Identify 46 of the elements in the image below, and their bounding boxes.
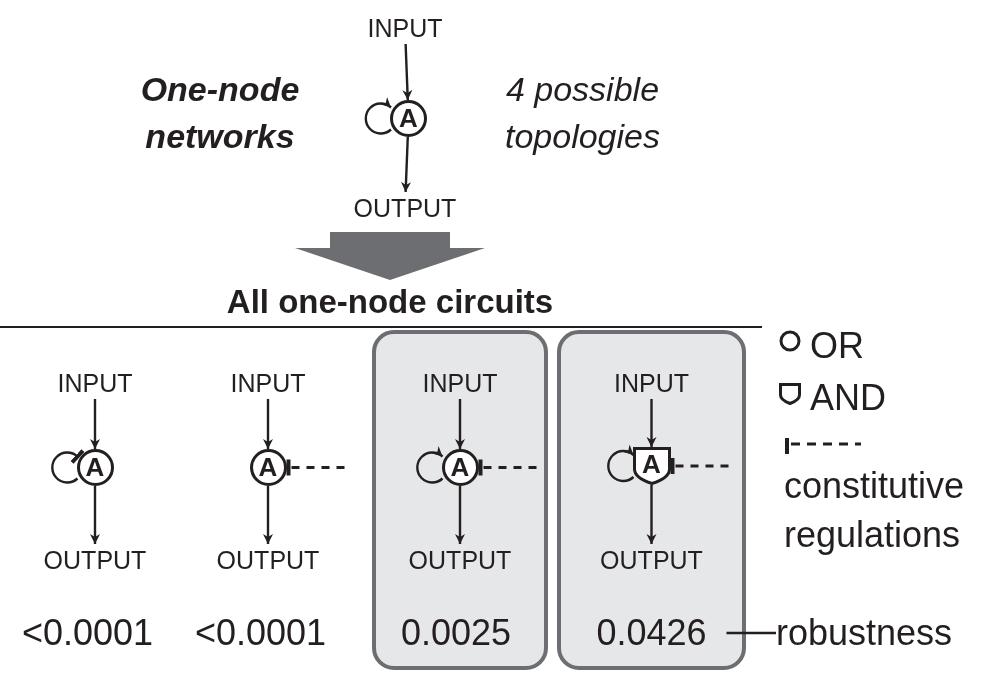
self-loop-arrow: [607, 444, 635, 483]
constitutive-regulation-line: [286, 459, 345, 476]
robustness-value: 0.0025: [399, 611, 513, 655]
panel-title: One-node networks: [139, 69, 301, 157]
highlight-panel: [557, 330, 746, 670]
arrow: [646, 485, 657, 544]
node-label: OUTPUT: [193, 544, 343, 576]
node-label: INPUT: [591, 367, 712, 399]
section-heading: All one-node circuits: [170, 282, 610, 322]
node-label: INPUT: [35, 367, 155, 399]
legend-label: constitutive regulations: [784, 464, 966, 557]
arrow: [455, 486, 465, 544]
node-label: INPUT: [400, 367, 520, 399]
arrow: [263, 399, 273, 449]
legend-label: OR: [810, 324, 864, 368]
node-label: INPUT: [350, 12, 460, 44]
arrow: [90, 486, 100, 544]
or-node-circle: A: [249, 449, 287, 486]
self-loop-arrow: [416, 446, 444, 484]
node-label: robustness: [776, 610, 1004, 656]
or-node-circle: A: [76, 449, 114, 486]
node-label: OUTPUT: [20, 544, 170, 576]
node-label: 0.0426: [576, 610, 727, 656]
constitutive-regulation-line: [478, 459, 537, 476]
node-label: OUTPUT: [576, 544, 727, 576]
node-label: OUTPUT: [330, 192, 480, 224]
topology-note: 4 possible topologies: [504, 69, 661, 157]
arrow: [263, 486, 273, 544]
block-arrow: [295, 232, 485, 280]
leader-line: [726, 631, 776, 635]
node-label: OUTPUT: [385, 544, 535, 576]
arrow: [402, 43, 413, 101]
robustness-value: <0.0001: [193, 611, 328, 655]
highlight-panel: [372, 330, 548, 670]
or-node-circle: A: [441, 449, 479, 486]
constitutive-regulation-line: [670, 458, 729, 474]
and-node-shield: A: [632, 447, 671, 485]
or-node-circle: A: [390, 100, 427, 137]
robustness-value: <0.0001: [20, 611, 155, 655]
self-loop-arrow: [364, 97, 392, 135]
arrow: [401, 136, 411, 193]
arrow: [455, 399, 465, 449]
arrow: [646, 399, 657, 447]
arrow: [90, 399, 100, 449]
legend-label: AND: [810, 376, 886, 420]
node-label: INPUT: [208, 367, 328, 399]
